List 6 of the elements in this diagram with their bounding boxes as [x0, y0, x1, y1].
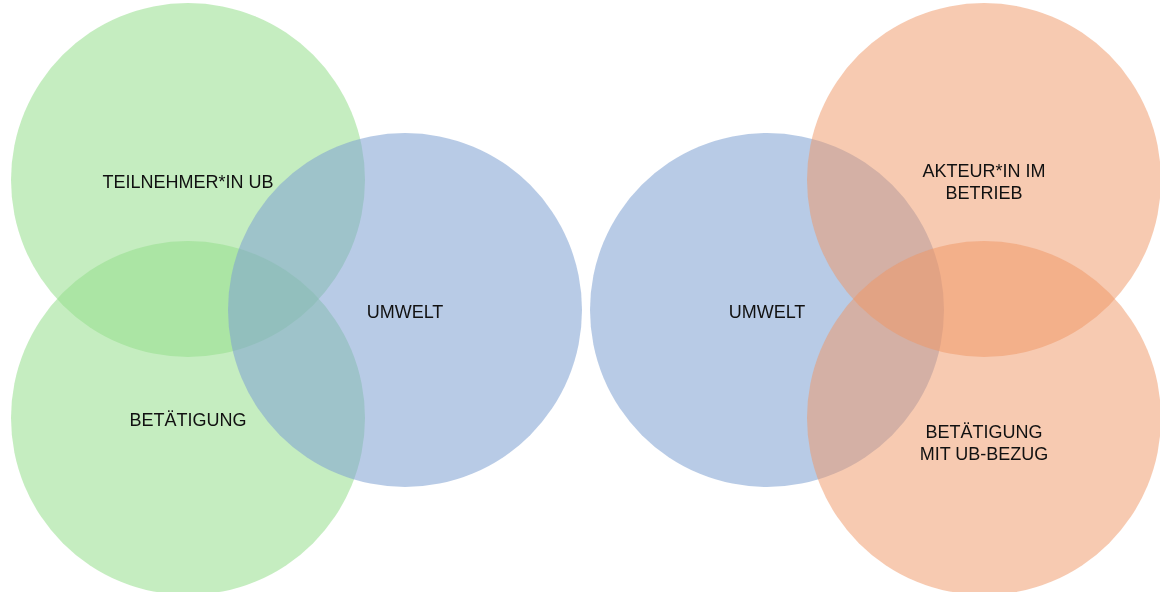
circle-label: BETÄTIGUNG MIT UB-BEZUG: [918, 421, 1050, 465]
circle-label: UMWELT: [727, 301, 807, 323]
circle-label: UMWELT: [365, 301, 445, 323]
circle-label: BETÄTIGUNG: [128, 409, 248, 431]
circle-label: TEILNEHMER*IN UB: [101, 171, 275, 193]
circle-label: AKTEUR*IN IM BETRIEB: [921, 160, 1047, 204]
